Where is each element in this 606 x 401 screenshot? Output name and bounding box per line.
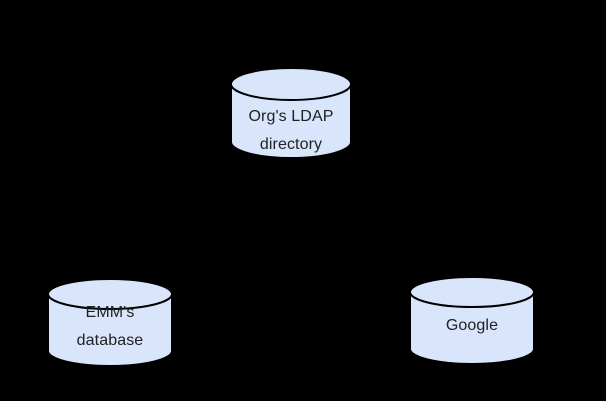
node-emm-database: EMM's database <box>47 277 173 367</box>
node-label-line: EMM's <box>85 304 135 321</box>
node-label-emm-database: EMM's database <box>47 299 173 355</box>
node-label-line: Org's LDAP <box>248 108 334 125</box>
node-org-ldap-directory: Org's LDAP directory <box>230 66 352 159</box>
node-label-line: Google <box>445 317 499 334</box>
node-label-line: directory <box>259 136 323 153</box>
node-label-org-ldap-directory: Org's LDAP directory <box>230 103 352 159</box>
database-cylinder-icon <box>409 276 535 365</box>
node-label-google: Google <box>409 312 535 340</box>
node-label-line: database <box>76 332 144 349</box>
database-cylinder-icon <box>47 278 173 367</box>
node-google: Google <box>409 275 535 365</box>
database-cylinder-icon <box>230 67 352 159</box>
